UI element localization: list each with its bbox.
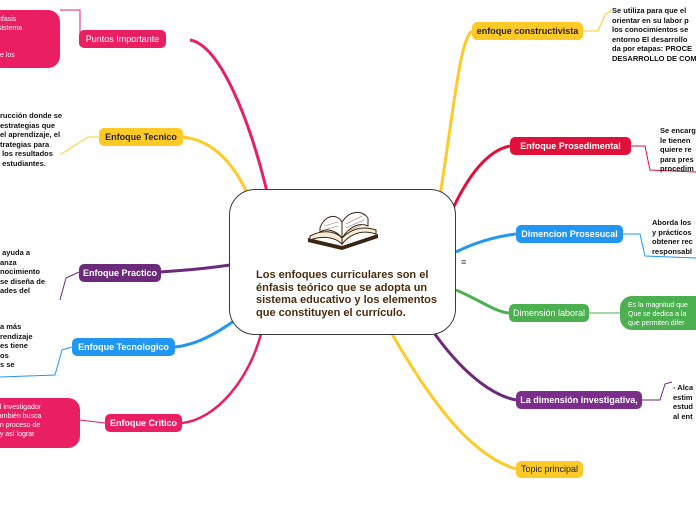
node-enfoque-practico[interactable]: Enfoque Practico: [79, 264, 161, 282]
node-dimencion-procesual[interactable]: Dimencion Prosesucal: [516, 225, 623, 243]
book-icon: [308, 212, 378, 250]
leaf-puntos-text: nfasis sistema te los .: [0, 10, 60, 68]
link-investigativa: [430, 329, 517, 402]
central-topic[interactable]: Los enfoques curriculares son el énfasis…: [229, 189, 456, 335]
link-laboral: [455, 288, 510, 315]
link-puntos-leaf: [60, 9, 81, 40]
leaf-critico-text: el investigador también busca un proceso…: [0, 398, 80, 448]
link-tecnologico-leaf: [0, 346, 73, 378]
link-tecnico-leaf: [59, 136, 100, 156]
node-puntos-importante[interactable]: Puntos Importante: [79, 30, 166, 48]
link-tecnologico: [174, 316, 239, 349]
link-procedimental: [448, 144, 511, 216]
link-procesual: [455, 232, 517, 254]
link-investigativa-leaf: [642, 381, 673, 401]
node-enfoque-tecnico[interactable]: Enfoque Tecnico: [99, 128, 183, 146]
node-enfoque-procedimental[interactable]: Enfoque Prosedimental: [510, 137, 631, 155]
link-critico: [181, 329, 264, 425]
link-practico: [159, 263, 231, 274]
link-critico-leaf: [79, 419, 106, 424]
link-topic: [390, 333, 517, 471]
link-constructivista: [438, 29, 474, 197]
leaf-investigativa-text: - Alca estim estud al ent: [673, 383, 694, 421]
node-enfoque-tecnologico[interactable]: Enfoque Tecnologico: [72, 338, 175, 356]
link-constructivista-leaf: [583, 9, 613, 32]
central-topic-text: Los enfoques curriculares son el énfasis…: [256, 269, 437, 319]
node-dimension-laboral[interactable]: Dimensión laboral: [509, 304, 589, 322]
node-dimension-investigativa[interactable]: La dimensión investigativa,: [516, 391, 642, 409]
node-topic-principal[interactable]: Topic principal: [516, 461, 583, 478]
link-puntos: [189, 38, 270, 197]
leaf-laboral-text: Es la magnitud que Que se dedica a la qu…: [620, 296, 696, 330]
link-procedimental-leaf: [631, 145, 696, 173]
leaf-tecnologico-text: a más rendizaje es tiene os s se: [0, 322, 33, 369]
menu-icon[interactable]: ≡: [461, 257, 467, 267]
leaf-procedimental-text: Se encarg le tienen quiere re para pres …: [660, 126, 696, 173]
leaf-constructivista-text: Se utiliza para que el orientar en su la…: [612, 6, 696, 62]
leaf-procesual-text: Aborda los y prácticos obtener rec respo…: [652, 218, 693, 256]
node-enfoque-constructivista[interactable]: enfoque constructivista: [472, 22, 583, 40]
leaf-tecnico-text: rucción donde se estrategias que el apre…: [0, 111, 63, 168]
node-enfoque-critico[interactable]: Enfoque Critico: [105, 414, 182, 432]
leaf-practico-text: ayuda a anza nocimiento se diseña de ade…: [0, 248, 46, 295]
link-practico-leaf: [59, 271, 80, 301]
link-procesual-leaf: [623, 233, 696, 259]
